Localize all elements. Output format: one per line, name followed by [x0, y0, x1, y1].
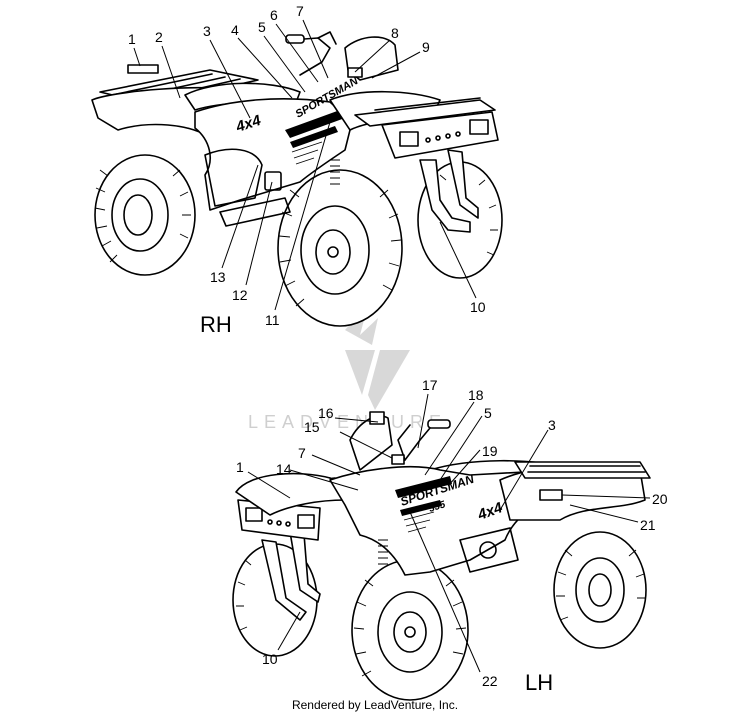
- atv-left-side-drawing: SPORTSMAN 335 4x4: [232, 411, 651, 701]
- callout-lh-3: 3: [548, 417, 556, 433]
- callout-rh-5: 5: [258, 19, 266, 35]
- rh-callouts: 1 2 3 4 5 6 7 8 9 10 11 12 13 RH: [128, 3, 486, 337]
- view-label-rh: RH: [200, 312, 232, 337]
- credit-footer: Rendered by LeadVenture, Inc.: [291, 698, 459, 712]
- callout-rh-7: 7: [296, 3, 304, 19]
- watermark-text: LEADVENTURE: [248, 412, 447, 432]
- callout-lh-17: 17: [422, 377, 438, 393]
- callout-lh-1: 1: [236, 459, 244, 475]
- callout-lh-18: 18: [468, 387, 484, 403]
- callout-lh-20: 20: [652, 491, 668, 507]
- callout-lh-7: 7: [298, 445, 306, 461]
- callout-lh-5: 5: [484, 405, 492, 421]
- callout-lh-14: 14: [276, 461, 292, 477]
- callout-rh-12: 12: [232, 287, 248, 303]
- callout-lh-22: 22: [482, 673, 498, 689]
- view-label-lh: LH: [525, 670, 553, 695]
- callout-rh-11: 11: [265, 312, 280, 328]
- callout-rh-6: 6: [270, 7, 278, 23]
- callout-rh-1: 1: [128, 31, 136, 47]
- callout-rh-13: 13: [210, 269, 226, 285]
- callout-lh-21: 21: [640, 517, 656, 533]
- callout-rh-3: 3: [203, 23, 211, 39]
- callout-rh-4: 4: [231, 22, 239, 38]
- rh-leader-lines: [133, 19, 477, 311]
- lh-leader-lines: [247, 393, 651, 673]
- callout-rh-9: 9: [422, 39, 430, 55]
- lh-callouts: 1 3 5 7 10 14 15 16 17 18 19 20 21 22 LH: [236, 377, 668, 695]
- atv-right-side-drawing: 4x4 SPORTSMAN: [91, 31, 503, 327]
- callout-lh-16: 16: [318, 405, 334, 421]
- callout-rh-8: 8: [391, 25, 399, 41]
- callout-rh-10: 10: [470, 299, 486, 315]
- callout-lh-15: 15: [304, 419, 320, 435]
- callout-lh-10: 10: [262, 651, 278, 667]
- watermark-logo: [345, 305, 410, 410]
- callout-rh-2: 2: [155, 29, 163, 45]
- callout-lh-19: 19: [482, 443, 498, 459]
